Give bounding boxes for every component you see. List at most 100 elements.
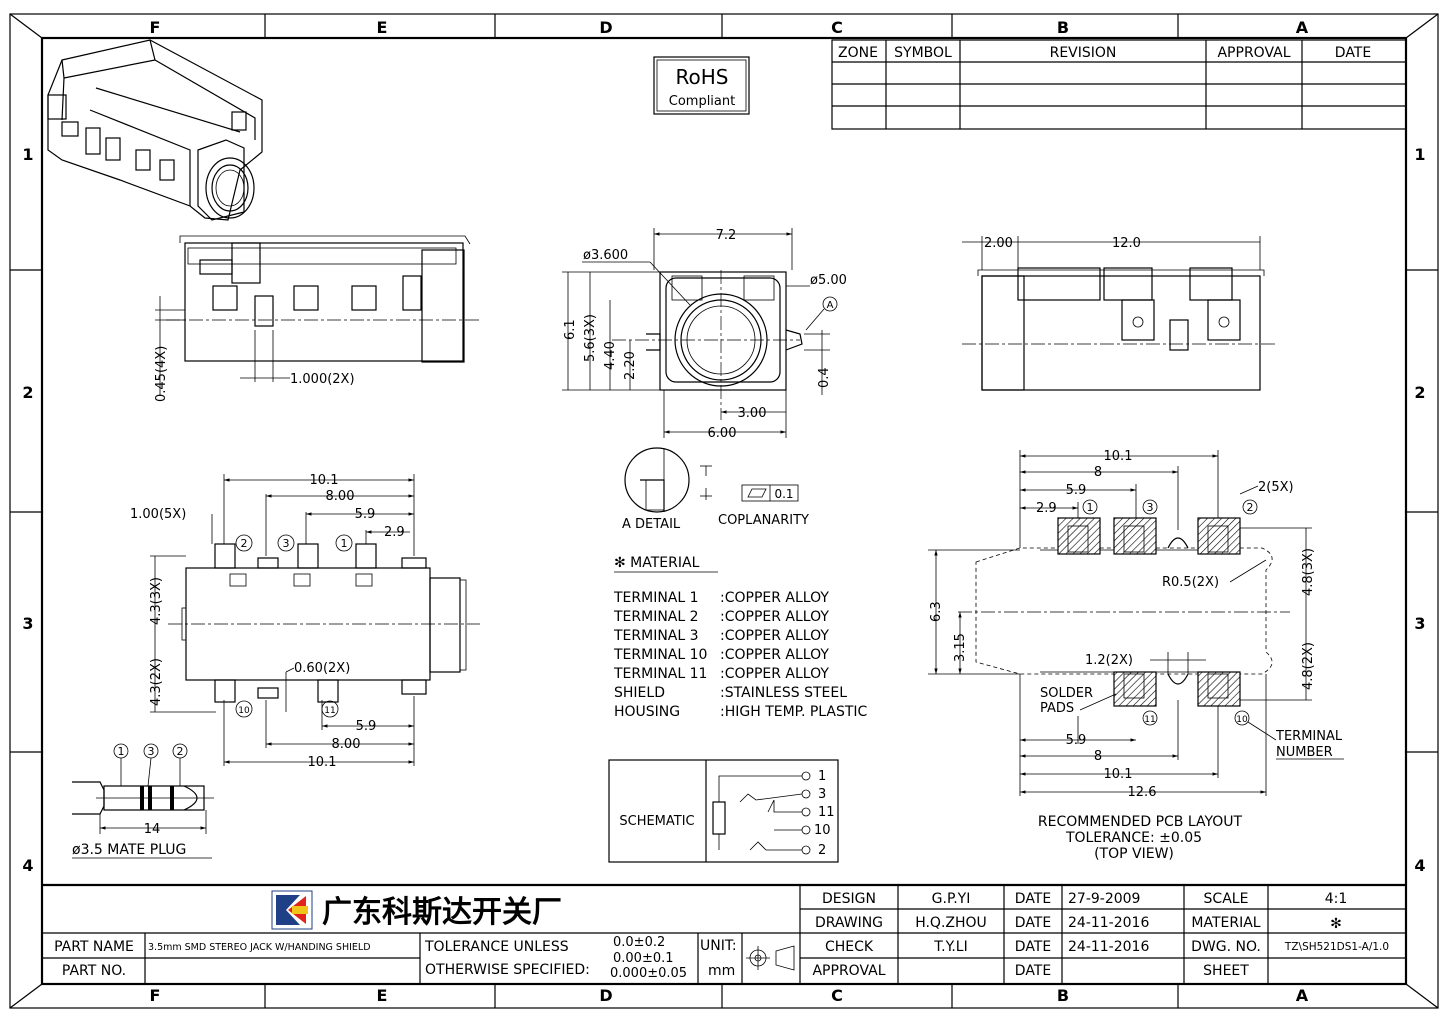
rev-header: SYMBOL [894, 45, 952, 61]
row-label: 4 [1414, 856, 1425, 875]
col-label: E [377, 986, 388, 1005]
rohs-title: RoHS [676, 65, 729, 89]
date-label: DATE [1015, 939, 1051, 955]
material-value: :COPPER ALLOY [720, 590, 829, 606]
terminal-mark-11: 11 [324, 706, 335, 716]
unit-value: mm [708, 963, 735, 979]
dim-pcb-h2: 3.15 [953, 633, 968, 662]
part-name-label: PART NAME [54, 939, 134, 955]
label-dwg-no: DWG. NO. [1191, 939, 1261, 955]
company-name: 广东科斯达开关厂 [322, 895, 562, 930]
row-label: 3 [1414, 614, 1425, 633]
col-label: D [599, 18, 612, 37]
col-label: F [150, 986, 161, 1005]
col-label: D [599, 986, 612, 1005]
title-block: 广东科斯达开关厂 PART NAME 3.5mm SMD STEREO JACK… [42, 883, 1406, 984]
label-approval: APPROVAL [812, 963, 885, 979]
column-labels-top: F E D C B A [150, 18, 1309, 37]
schematic-pin: 3 [818, 787, 826, 802]
dim-front-width: 7.2 [716, 228, 737, 243]
label-check: CHECK [825, 939, 874, 955]
front-callout: A [827, 300, 834, 311]
side-view: 0.45(4X) 1.000(2X) [154, 235, 482, 402]
number-label: NUMBER [1276, 745, 1333, 760]
material-part: SHIELD [614, 685, 665, 701]
dim-pcb-down: 4.8(2X) [1301, 642, 1316, 690]
dim-top-w4: 2.9 [384, 525, 405, 540]
sheet-border [9, 13, 1439, 1009]
row-label: 1 [22, 145, 33, 164]
pcb-mark-10: 10 [1236, 715, 1248, 725]
dim-front-gap: 0.4 [817, 367, 832, 388]
person-design: G.P.YI [932, 891, 971, 907]
label-design: DESIGN [822, 891, 876, 907]
value-material: ✻ [1330, 916, 1342, 932]
material-value: :HIGH TEMP. PLASTIC [720, 704, 868, 720]
dim-pcb-up: 4.8(3X) [1301, 548, 1316, 596]
schematic-pin: 11 [818, 805, 835, 820]
schematic: SCHEMATIC 1 3 11 10 2 [608, 759, 839, 863]
dim-pcb-radius: R0.5(2X) [1162, 575, 1219, 590]
schematic-pin: 1 [818, 769, 826, 784]
mate-plug: 1 3 2 14 ø3.5 MATE PLUG [72, 743, 214, 859]
dim-top-w1: 10.1 [310, 473, 339, 488]
detail-a: A DETAIL 0.1 COPLANARITY [622, 447, 809, 532]
label-material: MATERIAL [1191, 915, 1260, 931]
tolerance-v1: 0.0±0.2 [613, 935, 665, 950]
dim-top-w3: 5.9 [355, 507, 376, 522]
material-list: ✻ MATERIAL TERMINAL 1 :COPPER ALLOY TERM… [613, 555, 868, 720]
date-design: 27-9-2009 [1068, 891, 1140, 907]
dim-top-pin-w: 1.00(5X) [130, 507, 186, 522]
dim-top-b2: 8.00 [332, 737, 361, 752]
material-part: TERMINAL 1 [613, 590, 699, 606]
dim-top-pin-gap: 0.60(2X) [294, 661, 350, 676]
row-label: 1 [1414, 145, 1425, 164]
revision-table: ZONE SYMBOL REVISION APPROVAL DATE [831, 39, 1407, 130]
part-no-label: PART NO. [62, 963, 126, 979]
rev-header: APPROVAL [1217, 45, 1290, 61]
col-label: C [831, 18, 843, 37]
plug-label: ø3.5 MATE PLUG [72, 842, 186, 858]
row-label: 4 [22, 856, 33, 875]
material-part: TERMINAL 3 [613, 628, 699, 644]
dim-top-b3: 10.1 [308, 755, 337, 770]
pcb-mark-2: 2 [1247, 501, 1254, 514]
material-heading: ✻ MATERIAL [614, 555, 700, 571]
plug-mark-3: 3 [148, 745, 155, 758]
dim-pcb-b4: 12.6 [1128, 785, 1157, 800]
dim-pcb-pad: 2(5X) [1258, 480, 1294, 495]
date-check: 24-11-2016 [1068, 939, 1149, 955]
dim-front-d1: ø3.600 [583, 248, 628, 263]
row-label: 2 [22, 383, 33, 402]
row-labels-left: 1 2 3 4 [22, 145, 33, 875]
dim-front-w3: 6.00 [708, 426, 737, 441]
dim-plug-len: 14 [144, 822, 161, 837]
person-drawing: H.Q.ZHOU [915, 915, 987, 931]
dim-front-w2: 3.00 [738, 406, 767, 421]
dim-pcb-b2: 8 [1094, 749, 1102, 764]
dim-pcb-b1: 5.9 [1066, 733, 1087, 748]
dim-top-up: 4.3(3X) [149, 577, 164, 625]
schematic-label: SCHEMATIC [619, 814, 694, 829]
row-label: 2 [1414, 383, 1425, 402]
dim-pcb-h1: 6.3 [929, 601, 944, 622]
tolerance-line2: OTHERWISE SPECIFIED: [425, 962, 590, 978]
schematic-pin: 10 [814, 823, 831, 838]
col-label: B [1057, 986, 1069, 1005]
terminal-mark-2: 2 [241, 537, 248, 550]
plug-mark-2: 2 [177, 745, 184, 758]
dim-right-d2: 12.0 [1112, 236, 1141, 251]
dim-side-height: 0.45(4X) [154, 346, 169, 402]
front-view: 7.2 ø3.600 ø5.00 A 6.1 5.6(3X) 4.40 2.20… [562, 228, 847, 441]
col-label: A [1296, 986, 1309, 1005]
col-label: C [831, 986, 843, 1005]
pcb-mark-3: 3 [1147, 501, 1154, 514]
label-drawing: DRAWING [815, 915, 883, 931]
material-part: HOUSING [614, 704, 680, 720]
dim-front-h1: 6.1 [563, 319, 578, 340]
pcb-mark-11: 11 [1144, 715, 1155, 725]
terminal-mark-1: 1 [341, 537, 348, 550]
material-value: :STAINLESS STEEL [720, 685, 847, 701]
rohs-subtitle: Compliant [669, 94, 735, 109]
value-scale: 4:1 [1325, 891, 1348, 907]
